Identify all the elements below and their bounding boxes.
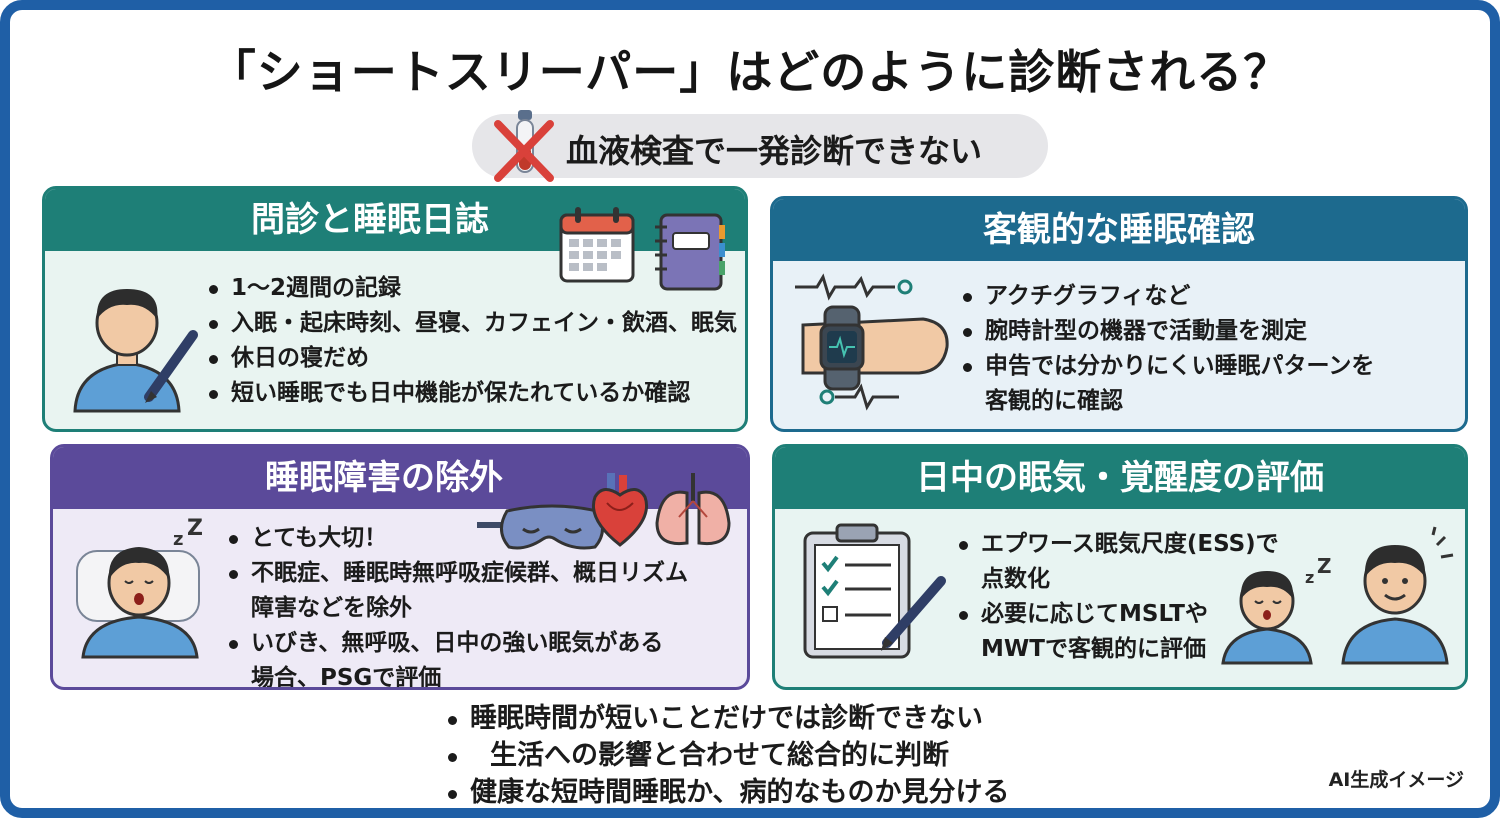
card-bullet-list: エプワース眠気尺度(ESS)で 点数化 必要に応じてMSLTや MWTで客観的に… [955, 527, 1279, 667]
list-item: 必要に応じてMSLTや [955, 597, 1279, 632]
svg-text:z: z [173, 529, 183, 550]
list-item: MWTで客観的に評価 [981, 636, 1206, 662]
card-interview-sleep-diary: 問診と睡眠日誌 1〜2週間の記録 入眠・起床時刻、昼寝、カフェイン・飲酒、眠気 … [42, 186, 748, 432]
list-item: 点数化 [981, 566, 1050, 592]
card-bullet-list: 1〜2週間の記録 入眠・起床時刻、昼寝、カフェイン・飲酒、眠気 休日の寝だめ 短… [205, 271, 737, 411]
list-item: 1〜2週間の記録 [205, 271, 737, 306]
crossed-blood-tube-icon [490, 106, 560, 190]
card-exclude-sleep-disorders: 睡眠障害の除外 とても大切！ 不眠症、睡眠時無呼吸症候群、概日リズム 障害などを… [50, 444, 750, 690]
card-heading: 問診と睡眠日誌 [45, 189, 745, 251]
heartbeat-wave-icon [819, 383, 899, 411]
card-objective-sleep-check: 客観的な睡眠確認 アクチグラフィなど 腕時計型の機器で活動量を測定 申告では分か… [770, 196, 1468, 432]
card-daytime-sleepiness-evaluation: 日中の眠気・覚醒度の評価 エプワース眠気尺度(ESS)で 点数化 必要に応じてM… [772, 444, 1468, 690]
list-item: 障害などを除外 [251, 595, 412, 621]
list-item: アクチグラフィなど [959, 279, 1374, 314]
list-item: 申告では分かりにくい睡眠パターンを [959, 349, 1374, 384]
list-item: 休日の寝だめ [205, 341, 737, 376]
list-item: 短い睡眠でも日中機能が保たれているか確認 [205, 376, 737, 411]
calendar-icon [559, 207, 635, 283]
list-item: 健康な短時間睡眠か、病的なものか見分ける [442, 774, 1009, 808]
list-item: 入眠・起床時刻、昼寝、カフェイン・飲酒、眠気 [205, 306, 737, 341]
person-writing-icon [73, 289, 198, 413]
svg-text:z: z [1305, 568, 1314, 587]
page-title: 「ショートスリーパー」はどのように診断される？ [209, 45, 1291, 99]
list-item: 睡眠時間が短いことだけでは診断できない [442, 700, 1009, 737]
wrist-tracker-icon [801, 305, 949, 391]
notebook-icon [655, 213, 725, 291]
list-item: 客観的に確認 [985, 388, 1123, 414]
list-item: 不眠症、睡眠時無呼吸症候群、概日リズム [225, 556, 688, 591]
sleeping-person-icon: z Z [76, 516, 203, 659]
list-item: 場合、PSGで評価 [251, 665, 442, 690]
heartbeat-wave-icon [795, 273, 913, 301]
svg-text:Z: Z [1317, 554, 1332, 578]
banner-text: 血液検査で一発診断できない [566, 132, 983, 170]
summary-list: 睡眠時間が短いことだけでは診断できない 生活への影響と合わせて総合的に判断 健康… [442, 700, 1009, 808]
lungs-icon [655, 473, 731, 546]
list-item: いびき、無呼吸、日中の強い眠気がある [225, 626, 688, 661]
no-blood-test-banner: 血液検査で一発診断できない [472, 110, 1048, 182]
sleepy-person-icon: z Z [1221, 554, 1332, 665]
list-item: とても大切！ [225, 521, 688, 556]
list-item: 腕時計型の機器で活動量を測定 [959, 314, 1374, 349]
checklist-clipboard-icon [803, 523, 946, 659]
card-heading: 客観的な睡眠確認 [773, 199, 1465, 261]
card-heading: 日中の眠気・覚醒度の評価 [775, 447, 1465, 509]
card-bullet-list: アクチグラフィなど 腕時計型の機器で活動量を測定 申告では分かりにくい睡眠パター… [959, 279, 1374, 419]
ai-generated-note: AI生成イメージ [1328, 769, 1464, 791]
svg-text:Z: Z [187, 516, 203, 541]
card-bullet-list: とても大切！ 不眠症、睡眠時無呼吸症候群、概日リズム 障害などを除外 いびき、無… [225, 521, 688, 690]
heart-icon [592, 473, 648, 547]
list-item: 生活への影響と合わせて総合的に判断 [442, 737, 1009, 774]
alert-person-icon [1341, 526, 1454, 665]
list-item: エプワース眠気尺度(ESS)で [955, 527, 1279, 562]
